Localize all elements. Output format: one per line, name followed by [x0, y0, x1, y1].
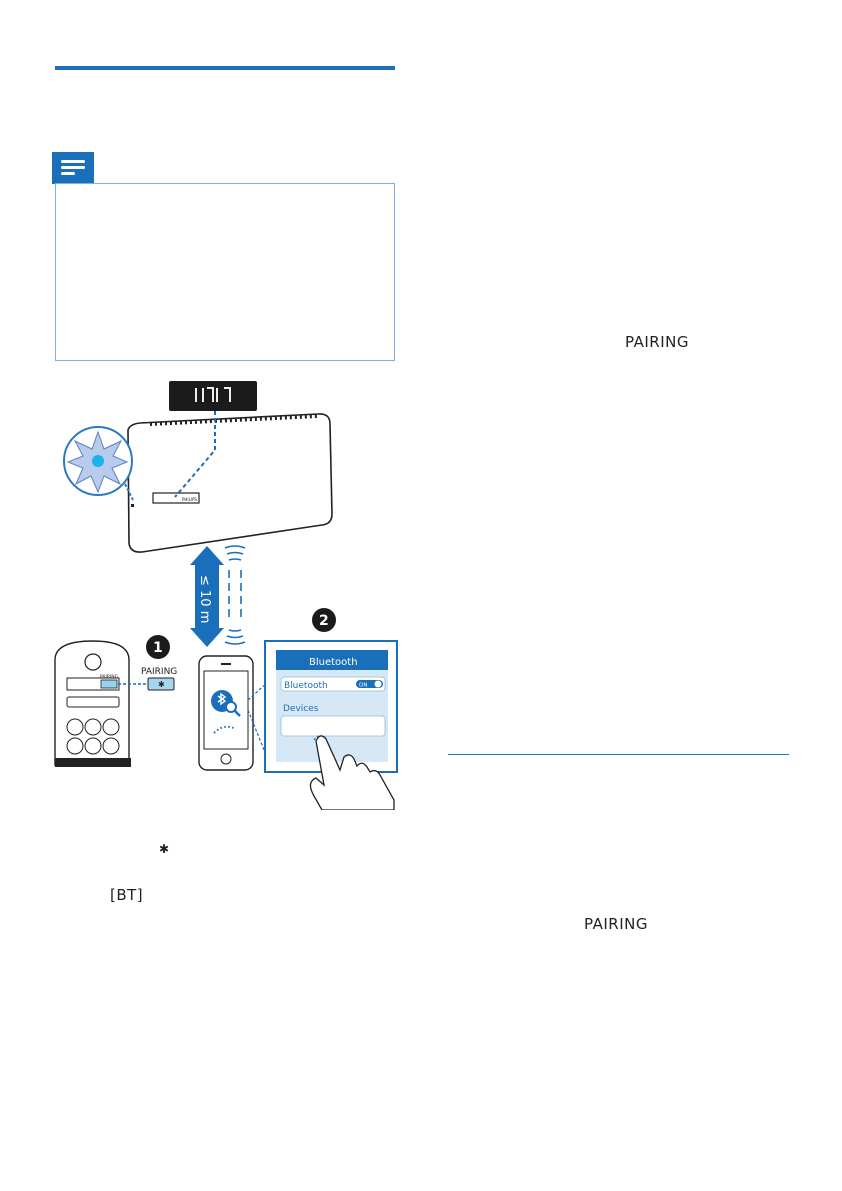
screen-setting-label: Bluetooth — [284, 681, 328, 691]
bluetooth-icon: ✱ — [159, 842, 170, 856]
remote-pairing-label: PAIRING — [141, 667, 177, 677]
section-rule — [55, 66, 395, 70]
svg-text:1: 1 — [153, 640, 163, 656]
screen-devices-label: Devices — [283, 704, 319, 714]
brand-label: PHILIPS — [182, 497, 197, 502]
pairing-text-1: PAIRING — [625, 333, 689, 351]
svg-text:PAIRING: PAIRING — [100, 674, 119, 680]
smartphone — [198, 655, 269, 771]
bt-key-text: [BT] — [110, 886, 144, 904]
remote-control: PAIRING — [54, 640, 150, 767]
note-box — [55, 183, 395, 361]
distance-arrow: ≤ 10 m — [190, 546, 224, 647]
pairing-illustration: PHILIPS ≤ 10 m PAIRING — [54, 381, 398, 810]
svg-text:2: 2 — [319, 613, 329, 629]
speaker-body: PHILIPS — [127, 413, 333, 553]
step-2-badge: 2 — [312, 608, 336, 632]
svg-text:✱: ✱ — [158, 680, 165, 689]
speaker-display — [169, 381, 257, 411]
hand-pointer — [309, 734, 395, 810]
signal-waves — [224, 545, 246, 645]
pairing-text-2: PAIRING — [584, 915, 648, 933]
screen-title: Bluetooth — [309, 657, 358, 668]
section-rule-right — [448, 754, 789, 755]
note-icon — [52, 152, 94, 184]
screen-toggle-label: ON — [359, 683, 367, 689]
led-zoom — [63, 426, 134, 501]
pairing-button-zoom: PAIRING ✱ — [141, 667, 177, 691]
distance-label: ≤ 10 m — [197, 575, 212, 623]
step-1-badge: 1 — [146, 635, 170, 659]
